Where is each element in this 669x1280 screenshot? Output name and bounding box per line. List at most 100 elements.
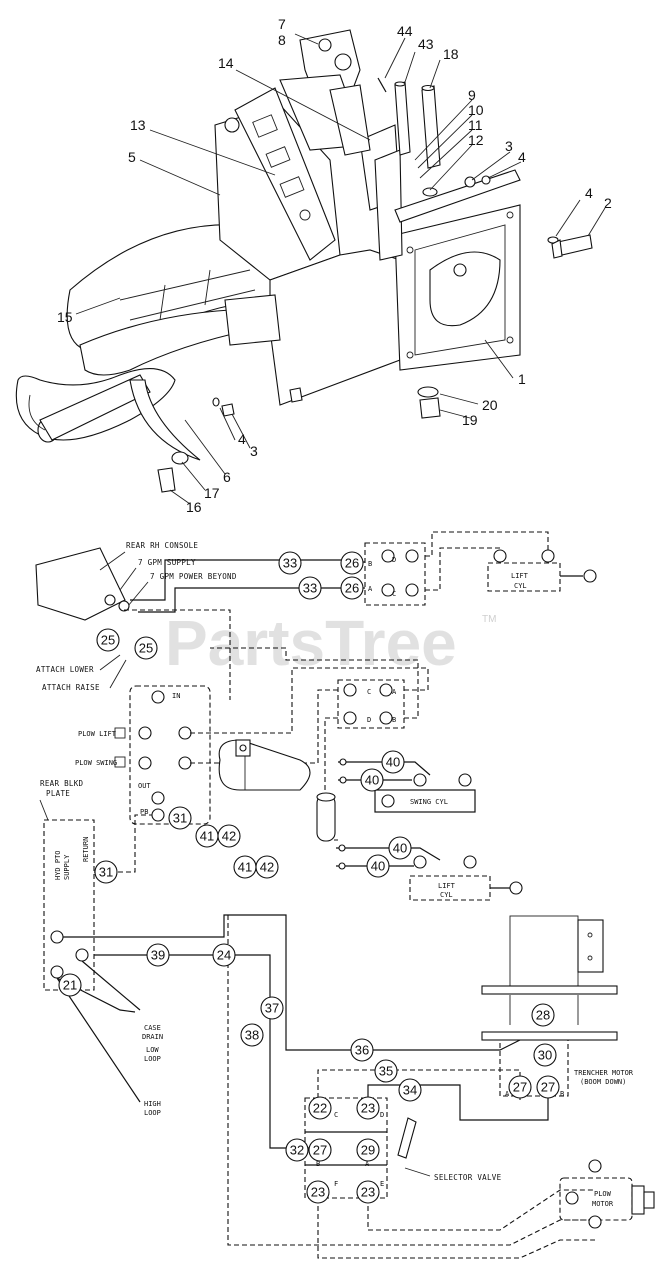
label-rear-blkd-1: REAR BLKD (40, 779, 84, 788)
label-return: RETURN (82, 837, 90, 862)
svg-text:41: 41 (200, 829, 214, 844)
balloon-23-e: 23 (356, 1180, 380, 1204)
svg-text:42: 42 (222, 829, 236, 844)
callout-15: 15 (57, 309, 73, 325)
svg-text:26: 26 (345, 581, 359, 596)
label-in: IN (172, 692, 180, 700)
port-d-top: D (392, 556, 396, 564)
callout-44: 44 (397, 23, 413, 39)
label-selector-valve: SELECTOR VALVE (434, 1173, 502, 1182)
trencher-assembly: TRENCHER MOTOR (BOOM DOWN) A B (481, 915, 634, 1098)
balloon-34: 34 (398, 1078, 422, 1102)
port-f-selector: F (334, 1180, 338, 1188)
balloon-40-a: 40 (381, 750, 405, 774)
balloon-40-d: 40 (366, 854, 390, 878)
svg-text:29: 29 (361, 1143, 375, 1158)
label-out: OUT (138, 782, 151, 790)
label-high-loop-1: HIGH (144, 1100, 161, 1108)
svg-text:31: 31 (173, 811, 187, 826)
svg-text:27: 27 (541, 1080, 555, 1095)
port-c-selector: C (334, 1111, 338, 1119)
svg-text:24: 24 (217, 948, 231, 963)
exploded-assembly: 7 8 44 43 18 14 9 10 11 12 13 5 3 4 4 2 … (15, 16, 612, 515)
svg-text:37: 37 (265, 1001, 279, 1016)
balloon-41-upper: 41 (195, 824, 219, 848)
svg-text:32: 32 (290, 1143, 304, 1158)
balloon-35: 35 (374, 1059, 398, 1083)
svg-text:39: 39 (151, 948, 165, 963)
svg-text:38: 38 (245, 1028, 259, 1043)
label-hyd-pto-1: HYD PTO (54, 850, 62, 880)
svg-text:34: 34 (403, 1083, 417, 1098)
balloon-40-b: 40 (360, 768, 384, 792)
port-a-middle: A (392, 688, 397, 696)
balloon-41-lower: 41 (233, 855, 257, 879)
svg-text:25: 25 (139, 641, 153, 656)
svg-text:23: 23 (361, 1101, 375, 1116)
plow-motor: PLOW MOTOR (559, 1159, 655, 1229)
watermark-text: PartsTree (165, 607, 457, 679)
svg-text:28: 28 (536, 1008, 550, 1023)
label-attach-raise: ATTACH RAISE (42, 683, 100, 692)
callout-19: 19 (462, 412, 478, 428)
label-rear-rh-console: REAR RH CONSOLE (126, 541, 198, 550)
svg-text:26: 26 (345, 556, 359, 571)
label-lift-cyl-1: LIFT (511, 572, 529, 580)
balloon-27-trencher-b: 27 (536, 1075, 560, 1099)
svg-text:27: 27 (513, 1080, 527, 1095)
port-a-selector: A (365, 1160, 370, 1168)
label-trencher-motor-1: TRENCHER MOTOR (574, 1069, 634, 1077)
balloon-27-trencher-a: 27 (508, 1075, 532, 1099)
svg-text:23: 23 (311, 1185, 325, 1200)
balloon-30: 30 (533, 1043, 557, 1067)
balloon-33-lower: 33 (298, 576, 322, 600)
label-lift-cyl-2: CYL (514, 582, 527, 590)
balloon-23-f: 23 (306, 1180, 330, 1204)
selector-valve: SELECTOR VALVE C D B A F E (304, 1097, 502, 1199)
label-pb: PB (140, 808, 148, 816)
label-plow-swing: PLOW SWING (75, 759, 117, 767)
callout-16: 16 (186, 499, 202, 515)
callout-13: 13 (130, 117, 146, 133)
callout-5: 5 (128, 149, 136, 165)
label-plow-motor-1: PLOW (594, 1190, 612, 1198)
port-c-top: C (392, 590, 396, 598)
main-frame (214, 104, 521, 406)
svg-text:31: 31 (99, 865, 113, 880)
hydraulic-schematic: REAR RH CONSOLE 7 GPM SUPPLY 7 GPM POWER… (35, 531, 655, 1259)
callout-11: 11 (468, 117, 483, 133)
balloon-27-selector: 27 (308, 1138, 332, 1162)
balloon-23-top: 23 (356, 1096, 380, 1120)
svg-text:27: 27 (313, 1143, 327, 1158)
callout-3-lower: 3 (250, 443, 258, 459)
balloon-21: 21 (58, 973, 82, 997)
svg-text:40: 40 (393, 841, 407, 856)
callout-1: 1 (518, 371, 526, 387)
svg-text:33: 33 (283, 556, 297, 571)
callout-4-right: 4 (585, 185, 593, 201)
leader-lines (75, 33, 606, 505)
callout-18: 18 (443, 46, 459, 62)
callout-9: 9 (468, 87, 476, 103)
svg-text:21: 21 (63, 978, 77, 993)
label-gpm-power-beyond: 7 GPM POWER BEYOND (150, 572, 237, 581)
svg-text:23: 23 (361, 1185, 375, 1200)
port-b-middle: B (392, 716, 396, 724)
callout-14: 14 (218, 55, 234, 71)
balloon-37: 37 (260, 996, 284, 1020)
balloon-22: 22 (308, 1096, 332, 1120)
balloon-42-upper: 42 (217, 824, 241, 848)
watermark-trademark: TM (482, 614, 496, 625)
label-swing-cyl: SWING CYL (410, 798, 448, 806)
balloon-25-left: 25 (96, 628, 120, 652)
callout-6: 6 (223, 469, 231, 485)
lift-cylinder-top: LIFT CYL (487, 549, 597, 592)
port-e-selector: E (380, 1180, 384, 1188)
svg-text:42: 42 (260, 860, 274, 875)
svg-text:40: 40 (371, 859, 385, 874)
callout-balloons: 33 26 33 26 25 25 31 41 42 40 40 40 40 4… (58, 551, 560, 1204)
swing-cylinder: SWING CYL (374, 773, 476, 813)
balloon-33-upper: 33 (278, 551, 302, 575)
auger-reel (15, 368, 201, 461)
